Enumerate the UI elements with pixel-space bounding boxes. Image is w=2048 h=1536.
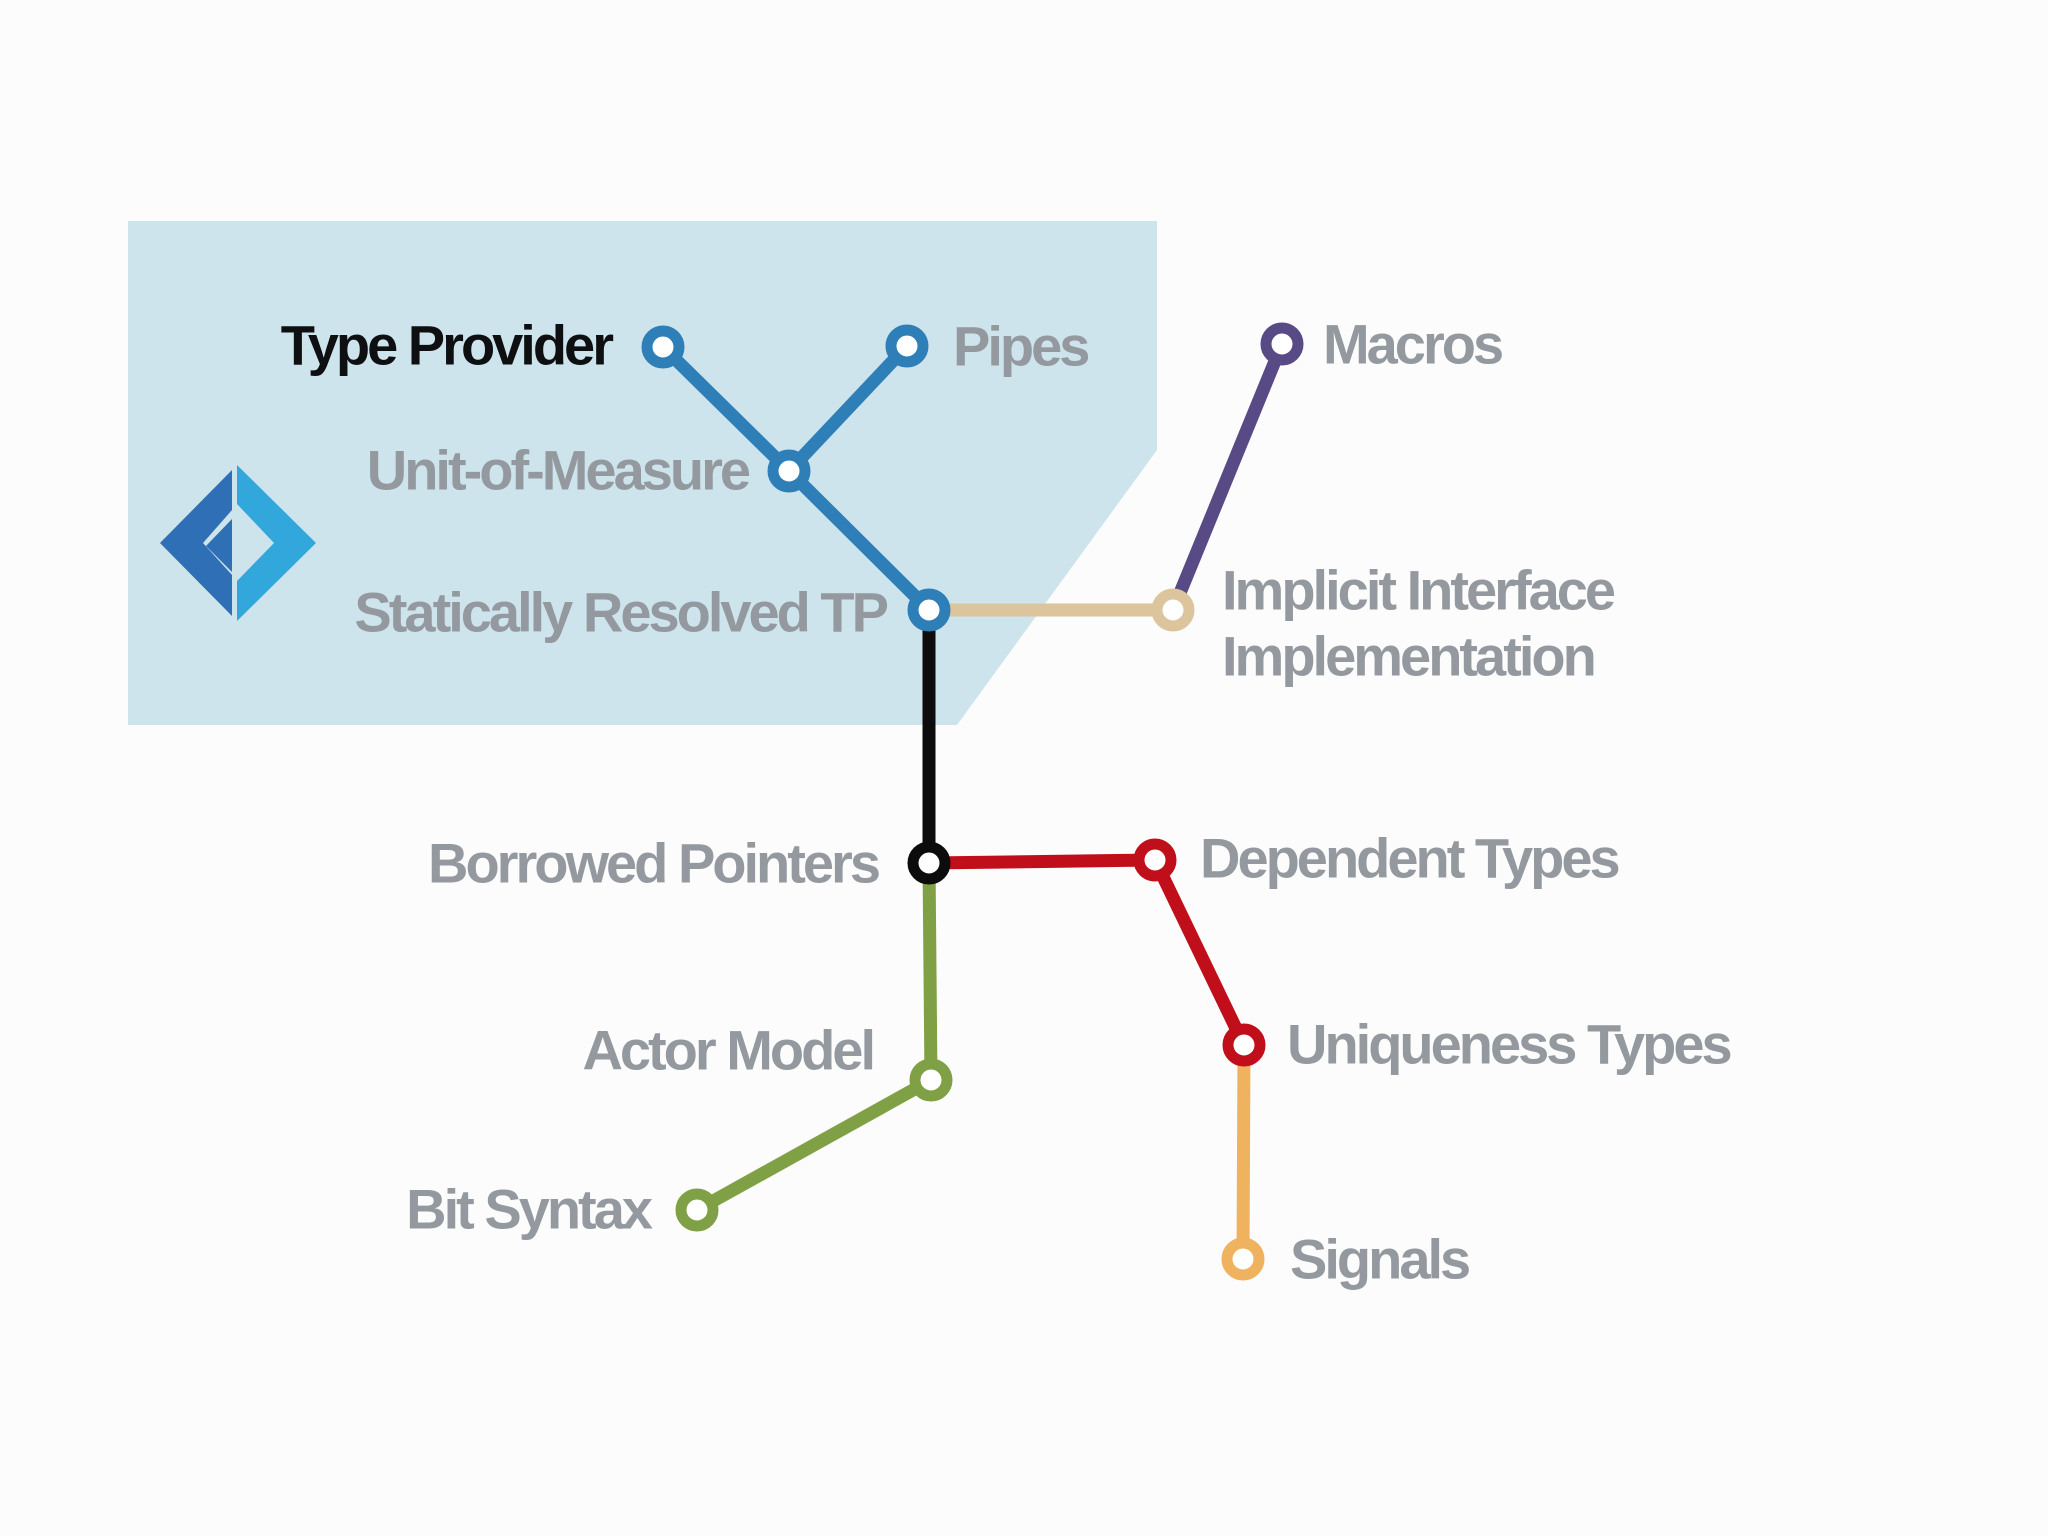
label-bit-syntax: Bit Syntax (406, 1178, 656, 1241)
station-type-provider (641, 325, 685, 369)
label-signals: Signals (1290, 1228, 1472, 1291)
label-text-statically-resolved-tp: Statically Resolved TP (354, 581, 887, 644)
fsharp-logo-inner-triangle (206, 519, 232, 572)
line-pipes-uom (782, 339, 914, 478)
label-text-signals: Signals (1290, 1228, 1469, 1291)
label-text-type-provider: Type Provider (281, 314, 614, 377)
station-unit-of-measure (767, 449, 811, 493)
label-actor-model: Actor Model (582, 1019, 876, 1082)
fsharp-logo (160, 465, 316, 621)
label-text-borrowed-pointers: Borrowed Pointers (428, 832, 879, 895)
label-text-dependent-types: Dependent Types (1200, 827, 1618, 890)
station-actor-model (909, 1058, 953, 1102)
label-text-pipes: Pipes (953, 315, 1088, 378)
station-dependent-types (1133, 838, 1177, 882)
label-dependent-types: Dependent Types (1200, 827, 1621, 890)
station-signals (1221, 1237, 1265, 1281)
label-text-implicit-interface-implementation: Implicit Interface (1222, 559, 1615, 622)
label-text-uniqueness-types: Uniqueness Types (1287, 1013, 1731, 1076)
label-borrowed-pointers: Borrowed Pointers (428, 832, 882, 895)
label-text-unit-of-measure: Unit-of-Measure (367, 439, 750, 502)
label-text-actor-model: Actor Model (582, 1019, 873, 1082)
fsharp-logo-right-bracket (237, 465, 316, 621)
label-macros: Macros (1323, 313, 1505, 376)
line-borrowed-dependent-uniqueness (922, 853, 1251, 1052)
line-uniqueness-signals (1236, 1038, 1251, 1266)
station-pipes (885, 324, 929, 368)
station-borrowed-pointers (907, 841, 951, 885)
label-text-implicit-interface-implementation: Implementation (1222, 625, 1594, 688)
station-statically-resolved-tp (907, 588, 951, 632)
station-implicit-interface-implementation (1151, 588, 1195, 632)
label-pipes: Pipes (953, 315, 1091, 378)
label-statically-resolved-tp: Statically Resolved TP (354, 581, 890, 644)
station-bit-syntax (675, 1188, 719, 1232)
label-text-bit-syntax: Bit Syntax (406, 1178, 653, 1241)
label-unit-of-measure: Unit-of-Measure (367, 439, 753, 502)
station-macros (1260, 322, 1304, 366)
line-macros-implicit (1166, 337, 1289, 617)
fsharp-logo-left-bracket (160, 470, 232, 616)
label-text-macros: Macros (1323, 313, 1502, 376)
label-uniqueness-types: Uniqueness Types (1287, 1013, 1734, 1076)
station-uniqueness-types (1222, 1023, 1266, 1067)
label-type-provider: Type Provider (281, 314, 617, 377)
